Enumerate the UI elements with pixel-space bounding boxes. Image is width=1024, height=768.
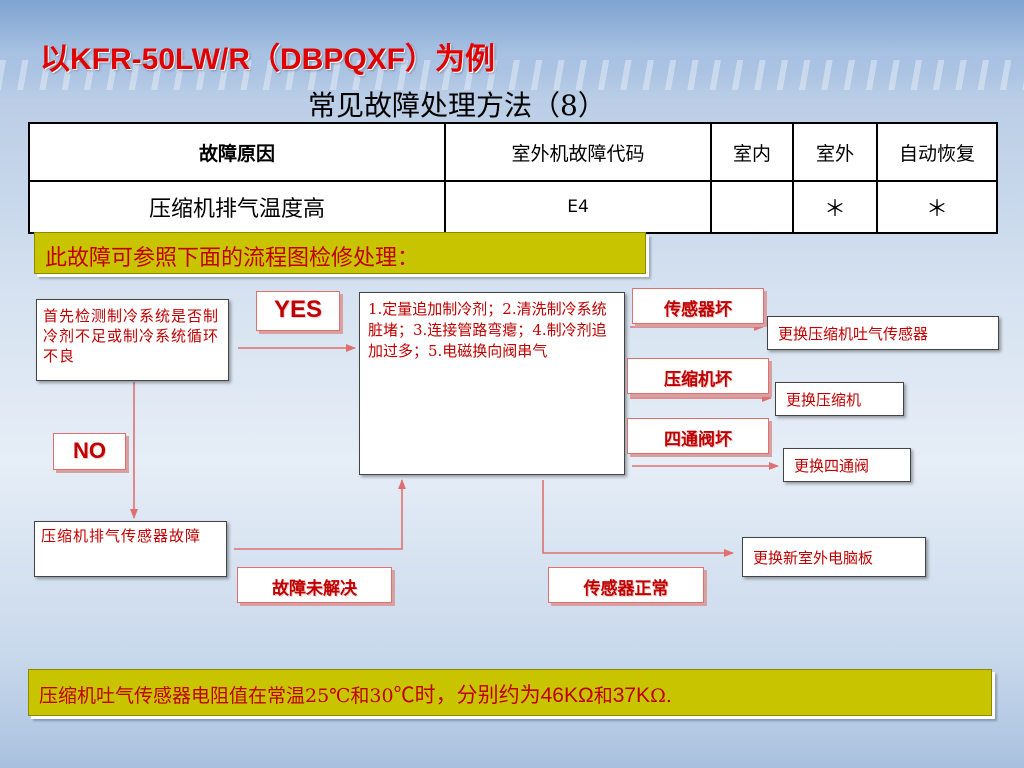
unsolved-label: 故障未解决 [237, 567, 392, 603]
note-part4: Ω. [650, 685, 672, 707]
action-replace-valve: 更换四通阀 [783, 448, 911, 482]
action-replace-compressor: 更换压缩机 [775, 382, 904, 416]
no-label: NO [53, 433, 126, 470]
note-value1: 46KΩ [540, 684, 594, 707]
header-outdoor-code: 室外机故障代码 [444, 122, 712, 182]
arrow-causes-to-board [542, 480, 734, 557]
flowchart-intro-text: 此故障可参照下面的流程图检修处理： [45, 246, 420, 271]
action-replace-board: 更换新室外电脑板 [742, 537, 926, 577]
branch-sensor-bad: 传感器坏 [632, 288, 764, 324]
step-sensor-fault: 压缩机排气传感器故障 [34, 521, 227, 577]
background-banner [0, 0, 1024, 100]
header-fault-cause: 故障原因 [28, 122, 446, 182]
sensor-resistance-text: 压缩机吐气传感器电阻值在常温25℃和30℃时，分别约为46KΩ和37KΩ. [39, 679, 672, 709]
header-outdoor: 室外 [792, 122, 878, 182]
step-refrigerant-causes: 1.定量追加制冷剂；2.清洗制冷系统脏堵；3.连接管路弯瘪；4.制冷剂追加过多；… [359, 292, 625, 475]
flowchart-intro-banner: 此故障可参照下面的流程图检修处理： [34, 232, 646, 274]
cell-auto-recover: ＊ [876, 180, 998, 234]
note-part3: 和 [593, 685, 613, 707]
page-title: 以KFR-50LW/R（DBPQXF）为例 [40, 43, 496, 76]
note-value2: 37K [612, 684, 651, 707]
sensor-resistance-note: 压缩机吐气传感器电阻值在常温25℃和30℃时，分别约为46KΩ和37KΩ. [28, 669, 992, 716]
header-auto-recover: 自动恢复 [876, 122, 998, 182]
header-indoor: 室内 [710, 122, 794, 182]
fault-table: 故障原因 室外机故障代码 室内 室外 自动恢复 压缩机排气温度高 E4 ＊ ＊ [28, 122, 998, 234]
sensor-normal-label: 传感器正常 [548, 567, 704, 603]
table-row: 压缩机排气温度高 E4 ＊ ＊ [28, 180, 998, 234]
cell-outdoor: ＊ [792, 180, 878, 234]
note-part2: ℃时，分别约为 [393, 684, 541, 707]
branch-compressor-bad: 压缩机坏 [627, 358, 769, 394]
arrow-sensor-to-causes [234, 479, 406, 550]
branch-valve-bad: 四通阀坏 [627, 418, 769, 454]
cell-outdoor-code: E4 [444, 180, 712, 234]
step-check-refrigerant: 首先检测制冷系统是否制冷剂不足或制冷系统循环不良 [36, 299, 229, 381]
action-replace-sensor: 更换压缩机吐气传感器 [767, 316, 999, 350]
fault-table-header-row: 故障原因 室外机故障代码 室内 室外 自动恢复 [28, 122, 998, 182]
yes-label: YES [256, 291, 340, 331]
section-subtitle: 常见故障处理方法（8） [308, 89, 606, 122]
note-part1: 压缩机吐气传感器电阻值在常温25℃和30 [39, 685, 394, 707]
cell-indoor [710, 180, 794, 234]
